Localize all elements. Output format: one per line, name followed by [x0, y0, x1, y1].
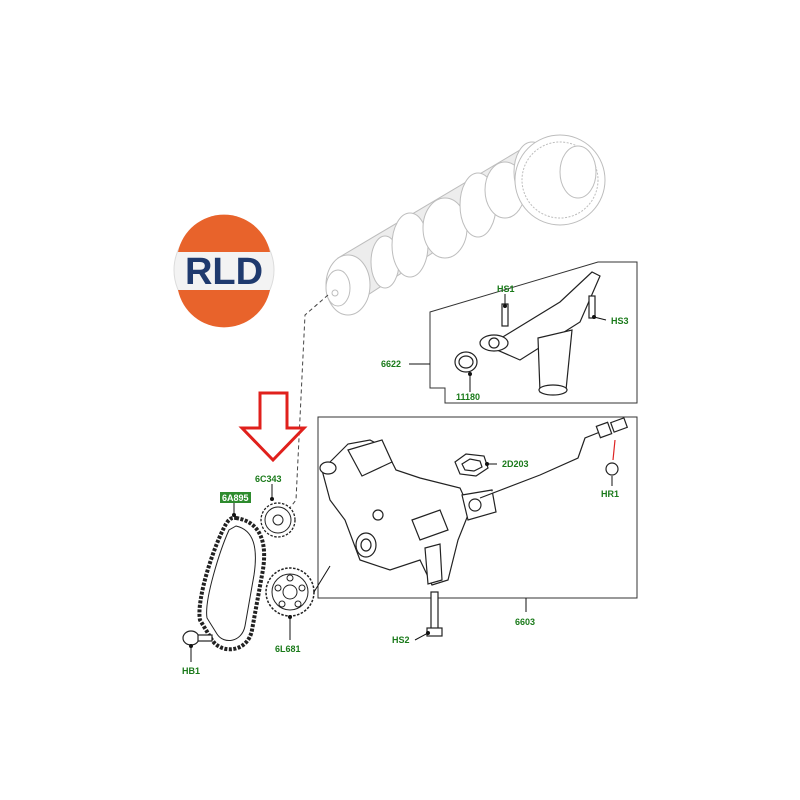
sprocket-6c343: [260, 502, 296, 538]
label-hb1: HB1: [182, 666, 200, 676]
rld-logo: RLD: [173, 214, 275, 328]
label-hs2: HS2: [392, 635, 410, 645]
leader-lines: [189, 294, 613, 662]
label-6c343: 6C343: [255, 474, 282, 484]
label-hr1: HR1: [601, 489, 619, 499]
camshaft-ghost: [325, 134, 606, 316]
bolt-hb1: [182, 630, 213, 646]
label-6622: 6622: [381, 359, 401, 369]
highlight-tag-6a895: [220, 492, 251, 503]
logo-text: RLD: [185, 251, 263, 293]
red-down-arrow: [238, 391, 308, 463]
camshaft-link-dash: [281, 294, 329, 519]
label-6603: 6603: [515, 617, 535, 627]
bolt-hs2: [426, 591, 443, 637]
label-2d203: 2D203: [502, 459, 529, 469]
label-11180: 11180: [456, 392, 480, 402]
lower-assembly-box: [317, 416, 638, 599]
upper-assembly-box: [429, 261, 638, 404]
label-hs1: HS1: [497, 284, 515, 294]
timing-chain-6a895: [197, 515, 267, 652]
label-6l681: 6L681: [275, 644, 301, 654]
label-hs3: HS3: [611, 316, 629, 326]
label-6a895: 6A895: [222, 493, 249, 503]
part-labels: HS1 HS3 6622 11180 6C343 2D203 HR1 6A895…: [182, 284, 629, 676]
sprocket-6l681: [265, 565, 331, 617]
sensor-hr1: [605, 439, 619, 476]
